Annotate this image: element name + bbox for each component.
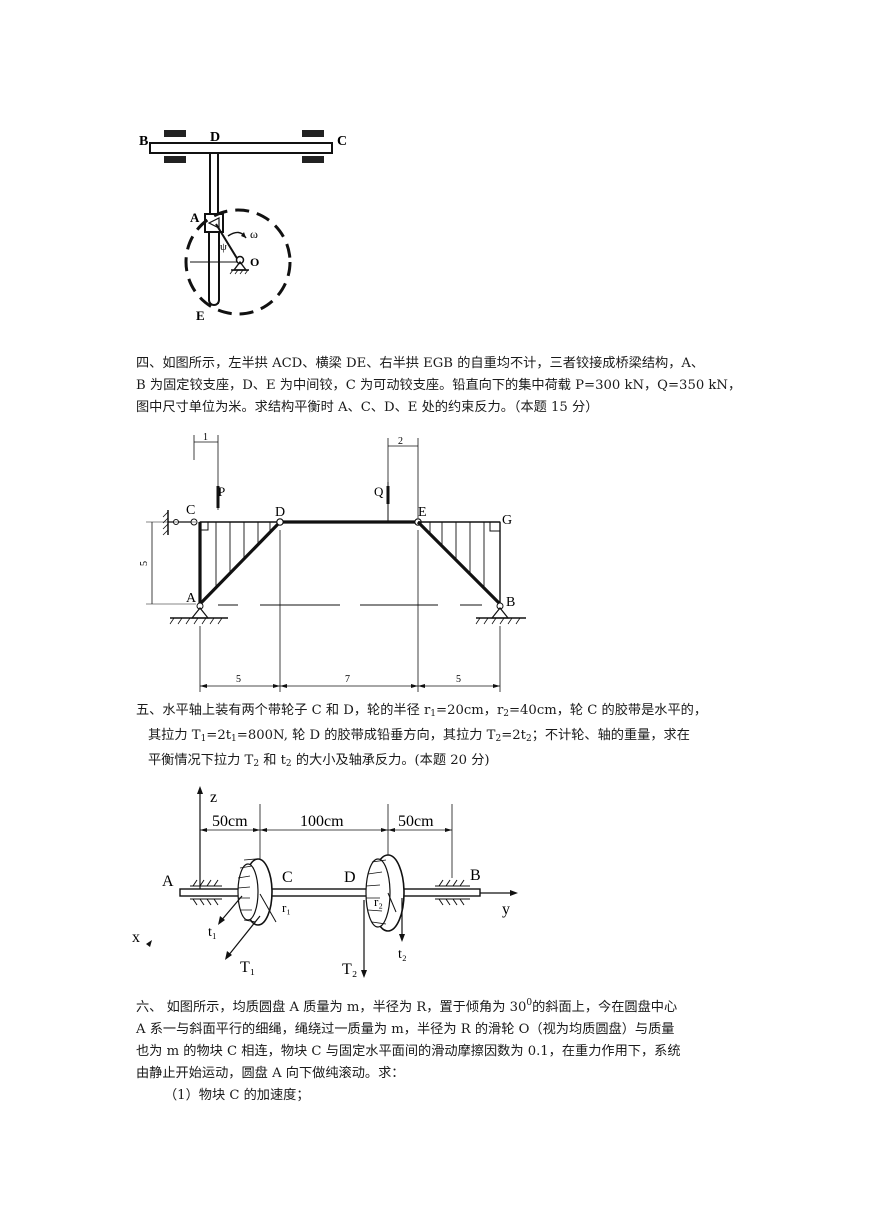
label-G: G xyxy=(502,513,512,528)
dim-height: 5 xyxy=(139,561,150,566)
label-r1: r₁ xyxy=(282,900,291,915)
label-A: A xyxy=(162,873,174,890)
problem-6-line-1: 六、 如图所示，均质圆盘 A 质量为 m，半径为 R，置于倾角为 300的斜面上… xyxy=(136,998,678,1015)
label-A: A xyxy=(186,591,197,606)
label-D: D xyxy=(275,505,285,520)
label-B: B xyxy=(139,134,148,149)
label-C: C xyxy=(337,134,347,149)
label-t1: t₁ xyxy=(208,925,217,940)
label-O: O xyxy=(250,255,259,269)
dim-50cm-right: 50cm xyxy=(398,813,434,830)
label-z: z xyxy=(210,789,217,806)
problem-5-text: 五、水平轴上装有两个带轮子 C 和 D，轮的半径 r1=20cm，r2=40cm… xyxy=(136,700,736,775)
label-P: P xyxy=(218,484,225,499)
label-omega: ω xyxy=(250,227,258,241)
label-y: y xyxy=(502,901,510,918)
label-x: x xyxy=(132,929,140,946)
dim-top-left: 1 xyxy=(203,432,208,443)
label-psi: ψ xyxy=(220,241,227,253)
problem-5-line-3: 平衡情况下拉力 T2 和 t2 的大小及轴承反力。(本题 20 分) xyxy=(148,753,490,769)
dim-bottom-right: 5 xyxy=(456,674,461,685)
problem-4-text: 四、如图所示，左半拱 ACD、横梁 DE、右半拱 EGB 的自重均不计，三者铰接… xyxy=(136,353,742,419)
label-C: C xyxy=(186,503,195,518)
label-Q: Q xyxy=(374,484,384,499)
label-A: A xyxy=(190,210,200,225)
problem-4-line-2: B 为固定铰支座，D、E 为中间铰，C 为可动铰支座。铅直向下的集中荷载 P=3… xyxy=(136,378,742,393)
dim-bottom-mid: 7 xyxy=(345,674,350,685)
label-E: E xyxy=(418,505,427,520)
dim-top-right: 2 xyxy=(398,436,403,447)
label-T2: T₂ xyxy=(342,961,357,978)
label-T1: T₁ xyxy=(240,959,255,976)
label-D: D xyxy=(344,869,356,886)
problem-4-line-1: 四、如图所示，左半拱 ACD、横梁 DE、右半拱 EGB 的自重均不计，三者铰接… xyxy=(136,356,705,371)
dim-50cm-left: 50cm xyxy=(212,813,248,830)
figure-shaft-pulleys: 50cm 100cm 50cm A C D B z y x r₁ xyxy=(132,786,518,978)
label-E: E xyxy=(196,308,205,323)
problem-6-line-2: A 系一与斜面平行的细绳，绳绕过一质量为 m，半径为 R 的滑轮 O（视为均质圆… xyxy=(136,1022,675,1037)
guide-blocks xyxy=(164,130,324,163)
label-D: D xyxy=(210,130,220,145)
dim-bottom-left: 5 xyxy=(236,674,241,685)
dim-100cm: 100cm xyxy=(300,813,344,830)
label-C: C xyxy=(282,869,293,886)
label-t2: t₂ xyxy=(398,947,407,962)
problem-6-line-4: 由静止开始运动，圆盘 A 向下做纯滚动。求： xyxy=(136,1066,405,1081)
label-B: B xyxy=(470,867,481,884)
label-B: B xyxy=(506,595,515,610)
problem-5-line-1: 五、水平轴上装有两个带轮子 C 和 D，轮的半径 r1=20cm，r2=40cm… xyxy=(136,703,708,719)
problem-5-line-2: 其拉力 T1=2t1=800N, 轮 D 的胶带成铅垂方向，其拉力 T2=2t2… xyxy=(148,728,690,744)
problem-6-line-3: 也为 m 的物块 C 相连，物块 C 与固定水平面间的滑动摩擦因数为 0.1，在… xyxy=(136,1044,681,1059)
figure-bridge-structure: 1 2 xyxy=(139,432,526,692)
problem-6-line-5: （1）物块 C 的加速度； xyxy=(164,1088,310,1103)
label-r2: r₂ xyxy=(374,894,383,909)
figure-slider-crank: B D C A ω ψ O E xyxy=(139,130,347,323)
problem-4-line-3: 图中尺寸单位为米。求结构平衡时 A、C、D、E 处的约束反力。（本题 15 分） xyxy=(136,400,599,415)
problem-6-text: 六、 如图所示，均质圆盘 A 质量为 m，半径为 R，置于倾角为 300的斜面上… xyxy=(136,992,736,1107)
